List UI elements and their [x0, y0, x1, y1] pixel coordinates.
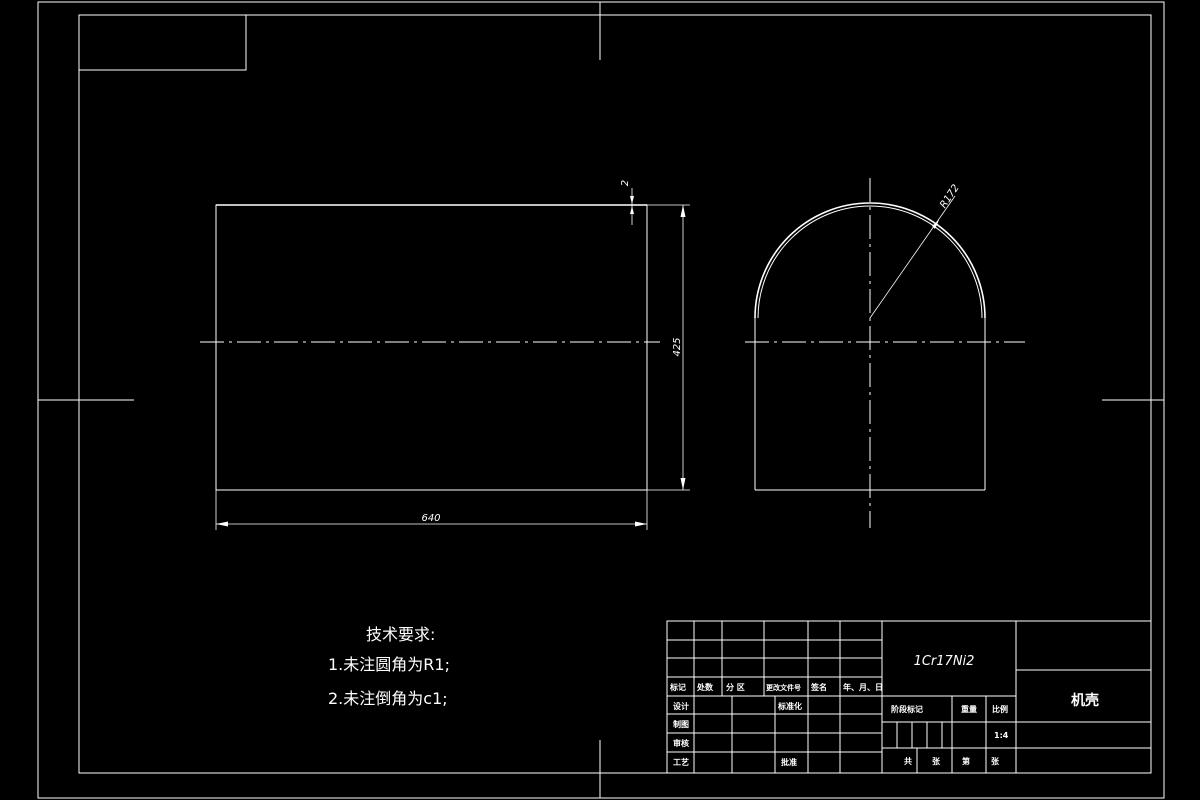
tb-label-mark: 标记: [669, 682, 686, 692]
tb-label-draw: 制图: [673, 719, 689, 729]
tb-label-change-doc: 更改文件号: [766, 683, 801, 692]
technical-notes: 技术要求: 1.未注圆角为R1; 2.未注倒角为c1;: [328, 625, 450, 708]
tb-sheet-index: 第: [962, 756, 970, 766]
tb-label-signature: 签名: [810, 682, 827, 692]
tb-label-design: 设计: [673, 701, 689, 711]
tb-label-count: 处数: [696, 682, 714, 692]
dimension-step-label: 2: [620, 180, 631, 186]
note-item-2: 2.未注倒角为c1;: [328, 689, 448, 708]
tb-label-stage-mark: 阶段标记: [891, 704, 923, 714]
tb-label-standardize: 标准化: [777, 701, 802, 711]
corner-box: [78, 14, 247, 71]
tb-label-review: 审核: [673, 738, 689, 748]
tb-label-process: 工艺: [673, 757, 689, 767]
front-view-outline: [215, 204, 648, 491]
dimension-height-label: 425: [672, 337, 683, 356]
part-name: 机壳: [1071, 692, 1099, 709]
dimension-radius-label: R172: [938, 183, 962, 211]
inner-frame: [78, 14, 1152, 774]
title-block-left-grid: [667, 621, 883, 773]
dimension-step: 2: [620, 180, 634, 225]
tb-label-approve: 批准: [781, 757, 797, 767]
sheet-borders: [37, 1, 1165, 799]
side-view-arc: [754, 202, 986, 319]
tb-sheet-total: 共: [904, 756, 912, 766]
title-block-frame: [666, 620, 1152, 774]
tb-label-zone: 分 区: [726, 682, 745, 692]
title-block: 标记 处数 分 区 更改文件号 签名 年、月、日 设计 标准化 制图 审核 工艺…: [666, 620, 1152, 774]
title-block-right-grid: [882, 621, 1151, 773]
dimension-length-label: 640: [421, 513, 440, 524]
tb-sheet-unit-1: 张: [932, 757, 941, 766]
dimension-height: 425: [647, 204, 690, 491]
front-view: 640 425 2: [200, 180, 690, 530]
tb-label-weight: 重量: [961, 704, 977, 714]
side-view: R172: [745, 178, 1025, 528]
notes-heading: 技术要求:: [366, 625, 435, 644]
tb-label-ratio: 比例: [992, 704, 1008, 714]
outer-border: [37, 1, 1165, 799]
dimension-length: 640: [215, 490, 648, 530]
tb-sheet-unit-2: 张: [991, 757, 1000, 766]
side-view-arc-inner: [757, 205, 983, 319]
note-item-1: 1.未注圆角为R1;: [328, 655, 450, 674]
tb-label-date: 年、月、日: [843, 682, 883, 692]
scale-value: 1:4: [994, 731, 1009, 740]
material-label: 1Cr17Ni2: [914, 654, 975, 669]
